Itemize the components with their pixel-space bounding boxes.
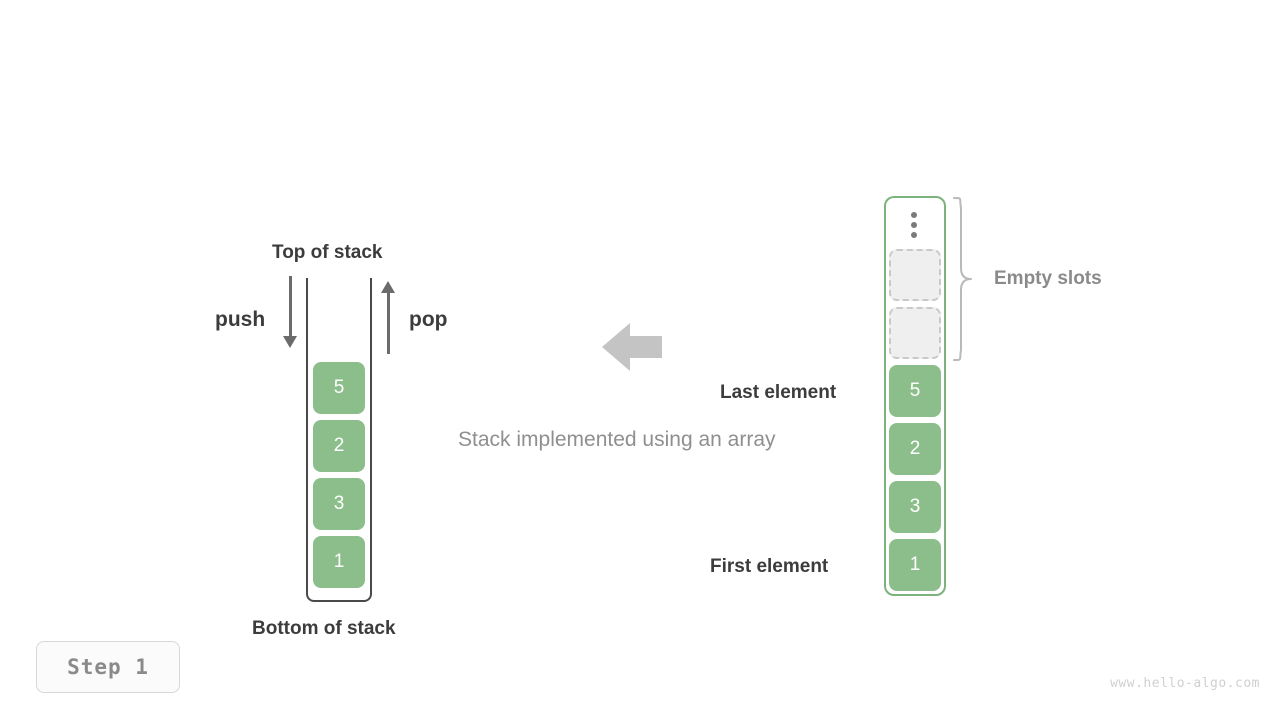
arrow-down-icon bbox=[283, 336, 297, 348]
arrow-up-icon bbox=[381, 281, 395, 293]
stack-element[interactable]: 3 bbox=[313, 478, 365, 530]
stack-element[interactable]: 5 bbox=[313, 362, 365, 414]
empty-slots-label: Empty slots bbox=[994, 268, 1102, 289]
array-element[interactable]: 5 bbox=[889, 365, 941, 417]
stack-element[interactable]: 1 bbox=[313, 536, 365, 588]
top-of-stack-label: Top of stack bbox=[272, 242, 383, 263]
stack-container bbox=[306, 278, 372, 602]
array-element[interactable]: 1 bbox=[889, 539, 941, 591]
stack-element-list: 5 2 3 1 bbox=[313, 362, 365, 588]
vertical-ellipsis-icon bbox=[910, 212, 918, 238]
watermark: www.hello-algo.com bbox=[1110, 676, 1260, 691]
last-element-label: Last element bbox=[720, 382, 837, 403]
array-empty-slot[interactable] bbox=[889, 249, 941, 301]
curly-brace-icon bbox=[952, 196, 974, 367]
stack-element[interactable]: 2 bbox=[313, 420, 365, 472]
pop-label: pop bbox=[409, 308, 448, 331]
diagram-caption: Stack implemented using an array bbox=[458, 428, 776, 451]
array-empty-slot[interactable] bbox=[889, 307, 941, 359]
array-element-list: 5 2 3 1 bbox=[889, 249, 941, 591]
first-element-label: First element bbox=[710, 556, 829, 577]
pop-arrow-shaft bbox=[387, 292, 390, 354]
push-label: push bbox=[215, 308, 266, 331]
array-container bbox=[884, 196, 946, 596]
arrow-left-icon bbox=[602, 320, 662, 379]
push-arrow-shaft bbox=[289, 276, 292, 338]
bottom-of-stack-label: Bottom of stack bbox=[252, 618, 396, 639]
array-element[interactable]: 2 bbox=[889, 423, 941, 475]
step-badge: Step 1 bbox=[36, 641, 180, 693]
array-element[interactable]: 3 bbox=[889, 481, 941, 533]
